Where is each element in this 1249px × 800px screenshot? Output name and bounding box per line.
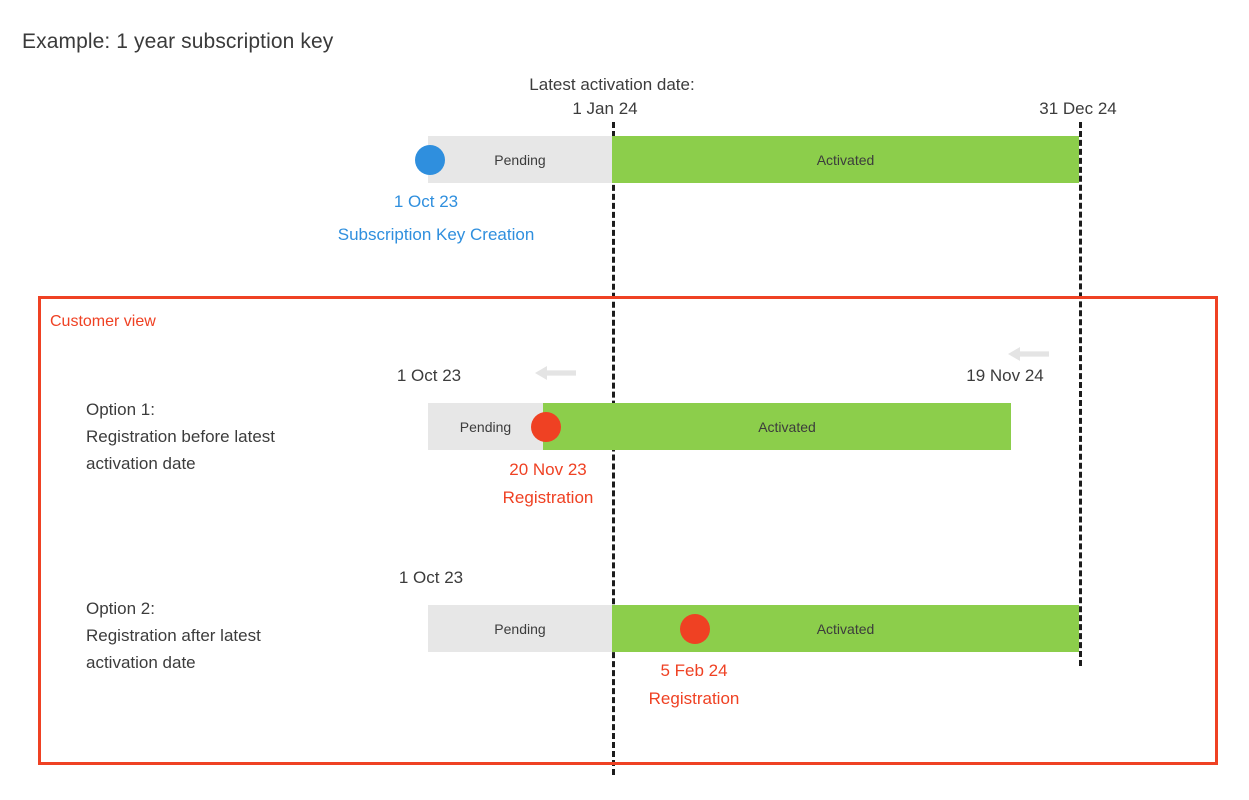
- top-bar-activated[interactable]: Activated: [612, 136, 1079, 183]
- top-bar-pending[interactable]: Pending: [428, 136, 612, 183]
- option-1-heading: Option 1:: [86, 400, 155, 419]
- option-1-bar-pending-label: Pending: [459, 418, 512, 435]
- latest-activation-date-caption: Latest activation date:: [529, 75, 695, 94]
- option-2-bar-activated-label: Activated: [816, 620, 875, 637]
- creation-date-label: 1 Oct 23: [393, 192, 459, 211]
- option-2-bar-pending-label: Pending: [494, 620, 546, 637]
- top-bar-activated-label: Activated: [816, 151, 875, 168]
- arrow-left-icon: [1006, 344, 1051, 364]
- option-1-event-date: 20 Nov 23: [509, 460, 587, 479]
- creation-caption-label: Subscription Key Creation: [337, 225, 535, 244]
- option-2-start-label: 1 Oct 23: [398, 568, 464, 587]
- customer-view-box: [38, 296, 1218, 765]
- guide-line-expiry-date: [1079, 122, 1082, 666]
- option-1-registration-dot[interactable]: [531, 412, 561, 442]
- option-1-bar-pending[interactable]: Pending: [428, 403, 543, 450]
- option-2-event-date: 5 Feb 24: [660, 661, 728, 680]
- subscription-key-creation-dot[interactable]: [415, 145, 445, 175]
- option-2-event-caption: Registration: [648, 689, 740, 708]
- option-1-end-label: 19 Nov 24: [966, 366, 1044, 385]
- option-2-bar-pending[interactable]: Pending: [428, 605, 612, 652]
- option-2-heading: Option 2:: [86, 599, 155, 618]
- customer-view-title: Customer view: [50, 313, 156, 330]
- right-guide-label: 31 Dec 24: [1039, 99, 1117, 118]
- left-guide-label: 1 Jan 24: [572, 99, 638, 118]
- option-1-event-caption: Registration: [502, 488, 594, 507]
- option-2-registration-dot[interactable]: [680, 614, 710, 644]
- page-title: Example: 1 year subscription key: [22, 30, 334, 53]
- arrow-left-icon: [533, 363, 578, 383]
- option-1-bar-activated[interactable]: Activated: [543, 403, 1011, 450]
- option-1-start-label: 1 Oct 23: [396, 366, 462, 385]
- option-1-description: Registration before latest activation da…: [86, 427, 275, 473]
- top-bar-pending-label: Pending: [494, 151, 546, 168]
- option-1-bar-activated-label: Activated: [758, 418, 816, 435]
- option-2-description: Registration after latest activation dat…: [86, 626, 261, 672]
